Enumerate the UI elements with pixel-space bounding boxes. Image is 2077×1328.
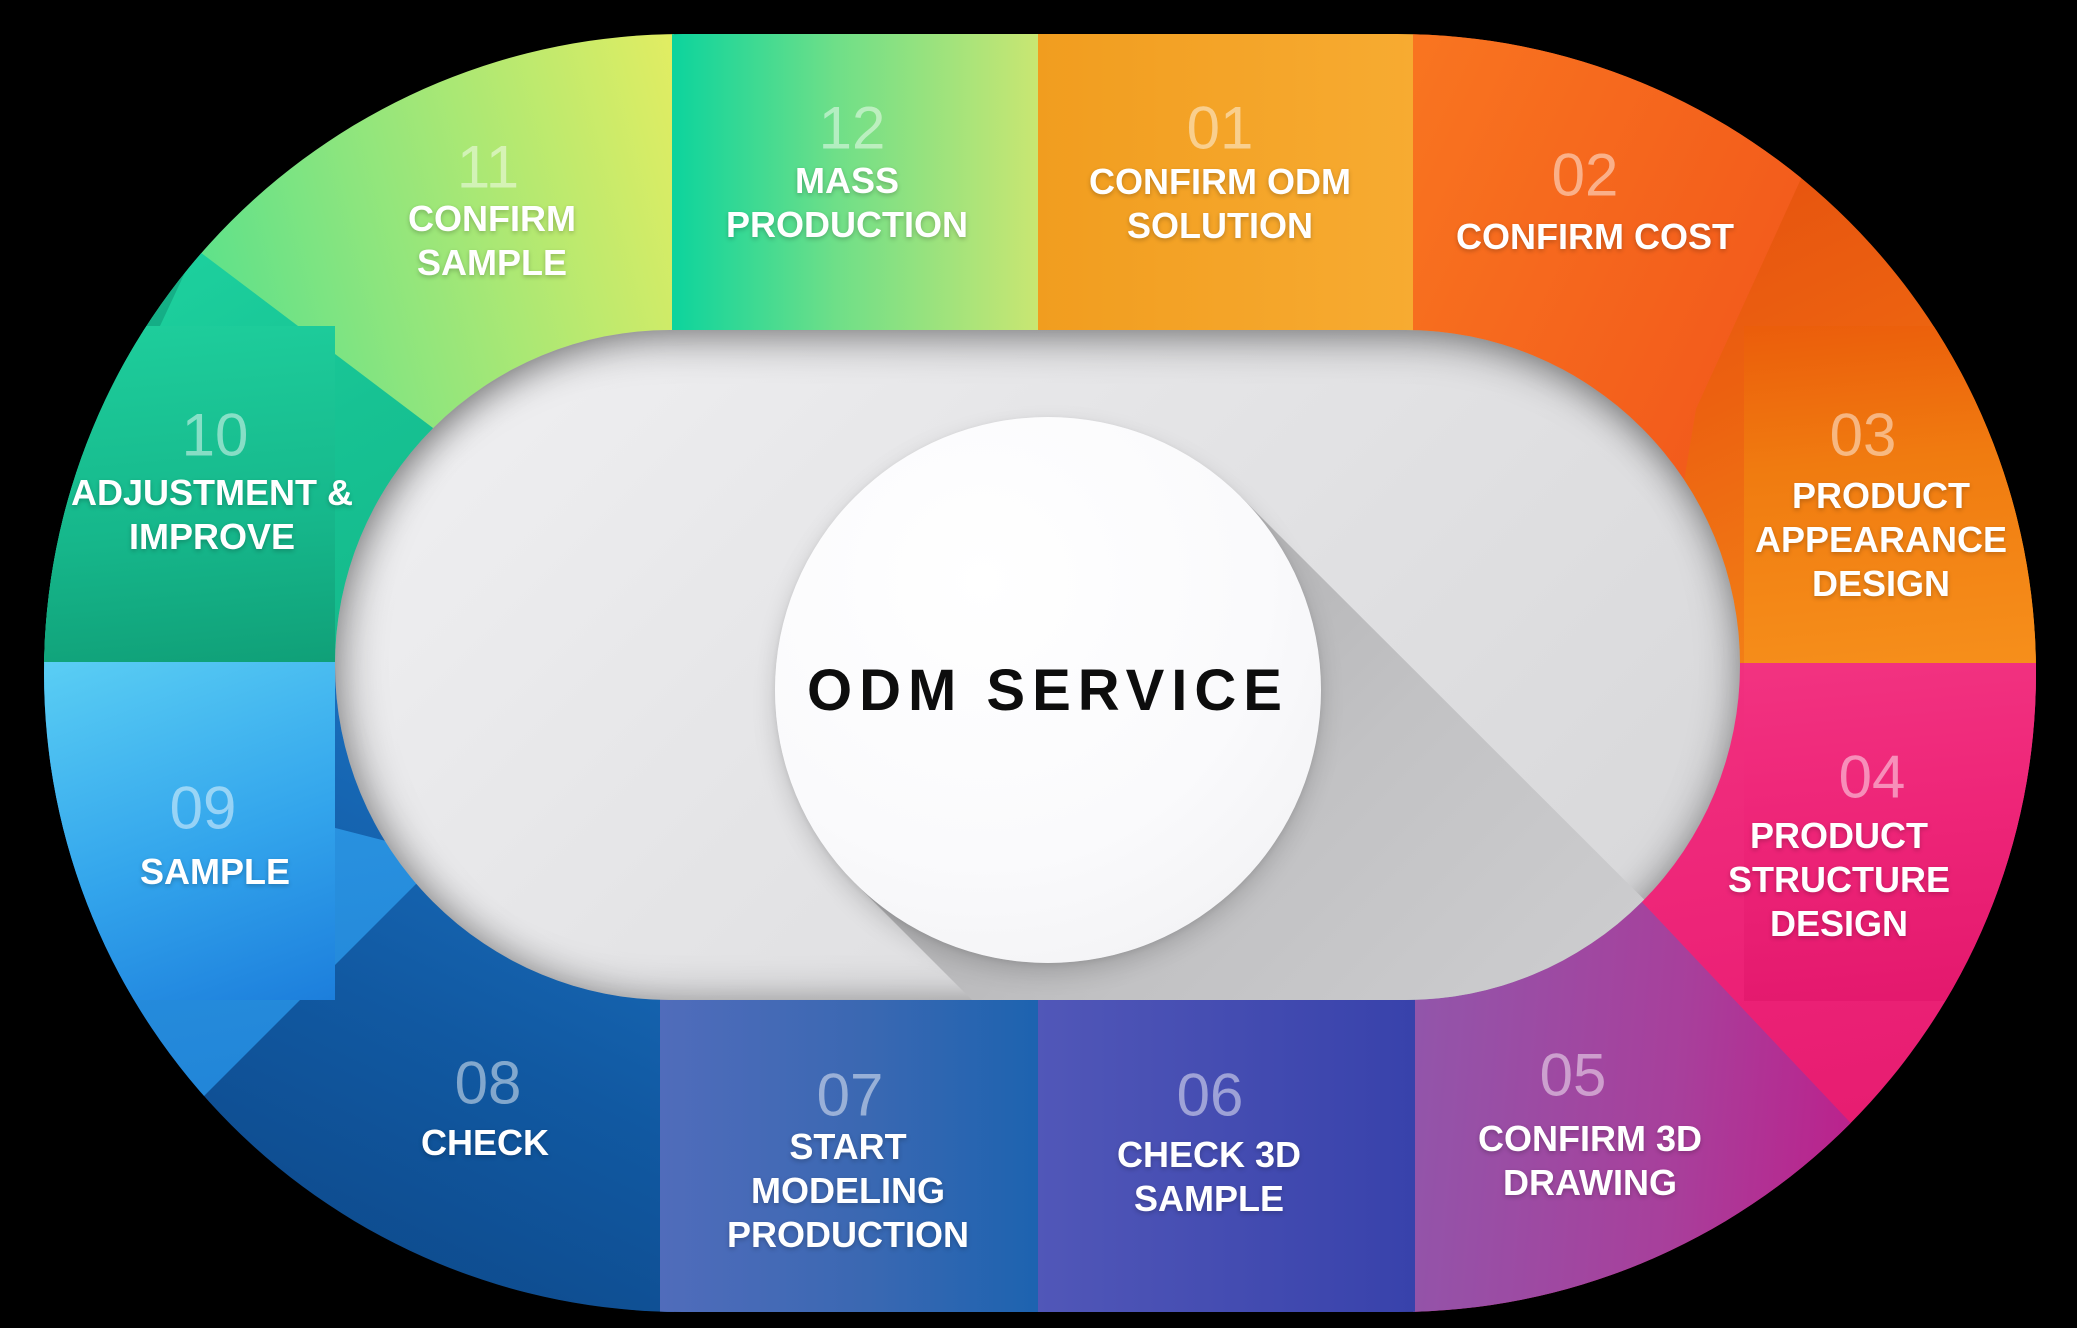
process-ring: ODM SERVICE 01 CONFIRM ODM SOLUTION 02 C… [44, 34, 2036, 1312]
segment-06-shape [1038, 984, 1415, 1312]
segment-10-shape [44, 326, 335, 662]
segment-06-title: CHECK 3D SAMPLE [1116, 1134, 1302, 1219]
segment-01-title: CONFIRM ODM SOLUTION [1089, 161, 1351, 246]
segment-04-number: 04 [1838, 743, 1906, 811]
segment-01-shape [1038, 34, 1413, 346]
segment-12-shape [672, 34, 1038, 346]
segment-08-number: 08 [454, 1049, 522, 1117]
segment-09-title: SAMPLE [139, 851, 291, 892]
segment-03-shape [1744, 326, 2036, 663]
center-circle: ODM SERVICE [775, 417, 1321, 963]
segment-02-title: CONFIRM COST [1456, 216, 1734, 257]
segment-11-title: CONFIRM SAMPLE [408, 198, 576, 283]
segment-08-title: CHECK [420, 1122, 550, 1163]
segment-03-title: PRODUCT APPEARANCE DESIGN [1754, 475, 2008, 604]
segment-05-title: CONFIRM 3D DRAWING [1478, 1118, 1702, 1203]
segment-04-title: PRODUCT STRUCTURE DESIGN [1728, 815, 1950, 944]
segment-07-title: START MODELING PRODUCTION [727, 1126, 969, 1255]
segment-06-number: 06 [1176, 1061, 1244, 1129]
segment-05-number: 05 [1539, 1041, 1607, 1109]
segment-09-number: 09 [169, 774, 237, 842]
segment-07-shape [660, 984, 1038, 1312]
segment-04-shape [1744, 663, 2036, 1001]
segment-09-shape [44, 662, 335, 1000]
segment-01-number: 01 [1186, 94, 1254, 162]
segment-07-number: 07 [816, 1061, 884, 1129]
segment-03-number: 03 [1829, 401, 1897, 469]
center-title: ODM SERVICE [806, 657, 1289, 723]
segment-10-number: 10 [181, 401, 249, 469]
segment-11-number: 11 [456, 133, 520, 201]
segment-02-number: 02 [1551, 141, 1619, 209]
segment-12-title: MASS PRODUCTION [726, 160, 968, 245]
segment-10-title: ADJUSTMENT & IMPROVE [70, 472, 354, 557]
segment-12-number: 12 [818, 94, 886, 162]
